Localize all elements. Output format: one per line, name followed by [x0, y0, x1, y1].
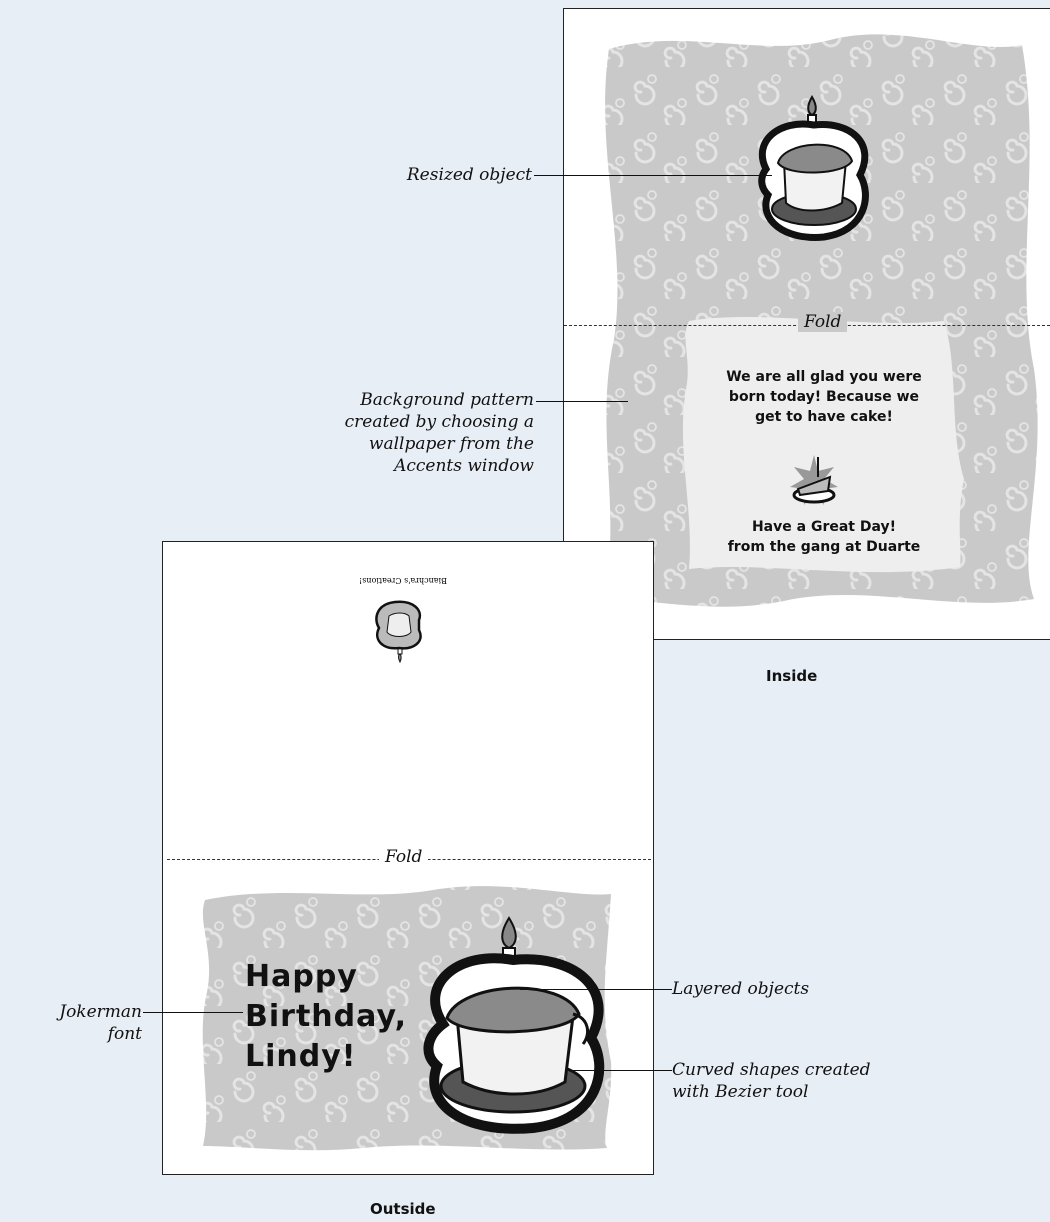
background-pattern-leader [536, 401, 628, 402]
resized-object-caption: Resized object [406, 165, 532, 185]
closing-line-2: from the gang at Duarte [727, 539, 921, 555]
curved-shapes-leader [572, 1070, 672, 1071]
outside-section-label: Outside [370, 1200, 436, 1218]
layered-objects-caption: Layered objects [672, 979, 810, 999]
inside-card: We are all glad you were born today! Bec… [563, 8, 1050, 640]
curved-shapes-caption: Curved shapes created with Bezier tool [672, 1059, 871, 1103]
curved-shapes-line-1: Curved shapes created [672, 1060, 871, 1080]
background-pattern-line-1: Background pattern [360, 390, 534, 410]
inside-message: We are all glad you were born today! Bec… [674, 367, 974, 427]
inside-section-label: Inside [766, 667, 818, 685]
resized-object-leader [534, 175, 772, 176]
greeting-line-2: Birthday, [245, 999, 408, 1034]
layered-objects-leader [520, 989, 672, 990]
inside-cake-illustration [758, 95, 869, 241]
inside-fold-label: Fold [792, 312, 853, 332]
jokerman-leader [143, 1012, 243, 1013]
background-pattern-line-2: created by choosing a [344, 412, 534, 432]
greeting-line-3: Lindy! [245, 1039, 357, 1074]
outside-card: Bianchra's Creations! Fold Happy Birthda… [162, 541, 654, 1175]
message-line-2: born today! Because we [728, 389, 920, 405]
closing-line-1: Have a Great Day! [751, 519, 897, 535]
message-line-3: get to have cake! [755, 409, 893, 425]
outside-cake-illustration [423, 916, 605, 1134]
background-pattern-caption: Background pattern created by choosing a… [330, 389, 534, 477]
greeting-line-1: Happy [245, 959, 358, 994]
cake-slice-icon [790, 455, 838, 505]
jokerman-line-1: Jokerman [59, 1002, 142, 1022]
background-pattern-line-4: Accents window [394, 456, 534, 476]
curved-shapes-line-2: with Bezier tool [672, 1082, 809, 1102]
birthday-greeting: Happy Birthday, Lindy! [245, 957, 407, 1077]
outside-fold-label: Fold [373, 847, 434, 867]
jokerman-caption: Jokerman font [30, 1001, 142, 1045]
inside-closing: Have a Great Day! from the gang at Duart… [674, 517, 974, 557]
background-pattern-line-3: wallpaper from the [368, 434, 534, 454]
back-cake-icon [375, 600, 422, 664]
jokerman-line-2: font [107, 1024, 142, 1044]
message-line-1: We are all glad you were [726, 369, 922, 385]
